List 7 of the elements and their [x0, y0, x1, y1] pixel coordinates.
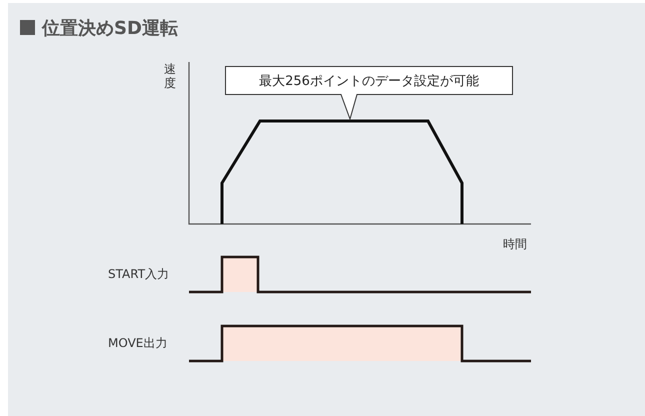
- signal-name: START入力: [108, 266, 170, 283]
- axis-label: 速度: [164, 62, 177, 90]
- signal-name: MOVE出力: [108, 335, 168, 352]
- callout-bubble: [225, 66, 513, 120]
- title: 位置決めSD運転: [42, 17, 178, 40]
- callout-text: 最大256ポイントのデータ設定が可能: [259, 74, 479, 89]
- axis-label: 時間: [503, 236, 527, 253]
